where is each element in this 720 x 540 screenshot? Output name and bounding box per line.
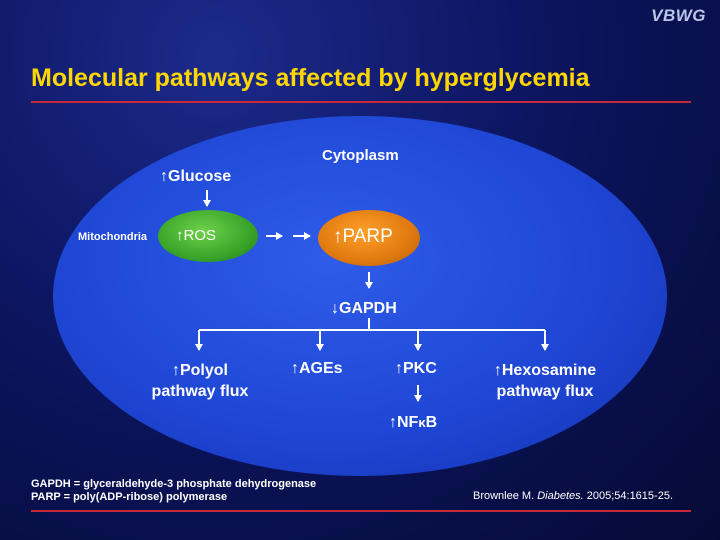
pkc-label: ↑PKC xyxy=(395,360,437,378)
vbwg-logo: VBWG xyxy=(651,6,706,25)
mitochondria-label: Mitochondria xyxy=(78,231,148,243)
abbreviation-footnotes: GAPDH = glyceraldehyde-3 phosphate dehyd… xyxy=(31,478,316,504)
citation: Brownlee M. Diabetes. 2005;54:1615-25. xyxy=(473,490,673,502)
cell-cytoplasm-ellipse xyxy=(53,116,667,476)
cytoplasm-label: Cytoplasm xyxy=(322,147,399,164)
mitochondria-ellipse xyxy=(158,210,258,262)
glucose-text: Glucose xyxy=(168,168,232,185)
gapdh-text: GAPDH xyxy=(339,300,397,317)
footer-divider xyxy=(31,510,691,512)
up-arrow-icon: ↑ xyxy=(395,360,403,377)
parp-ellipse xyxy=(318,210,420,266)
footnote-gapdh: GAPDH = glyceraldehyde-3 phosphate dehyd… xyxy=(31,478,317,490)
up-arrow-icon: ↑ xyxy=(493,362,502,379)
glucose-label: ↑Glucose xyxy=(160,168,231,186)
gapdh-label: ↓GAPDH xyxy=(331,300,397,318)
up-arrow-icon: ↑ xyxy=(291,360,299,377)
down-arrow-icon: ↓ xyxy=(331,300,339,317)
citation-journal: Diabetes. xyxy=(537,490,584,502)
parp-label: ↑PARP xyxy=(333,226,393,248)
ages-label: ↑AGEs xyxy=(291,360,343,378)
parp-text: PARP xyxy=(342,226,393,247)
ros-text: ROS xyxy=(183,227,217,244)
up-arrow-icon: ↑ xyxy=(171,362,180,379)
up-arrow-icon: ↑ xyxy=(160,168,168,185)
title-divider xyxy=(31,101,691,103)
citation-details: 2005;54:1615-25. xyxy=(586,490,673,502)
hexosamine-text-line1: Hexosamine xyxy=(501,362,597,379)
nfkb-text-suffix: B xyxy=(425,414,438,431)
nfkb-text-kappa: κ xyxy=(418,415,426,430)
up-arrow-icon: ↑ xyxy=(176,227,184,244)
up-arrow-icon: ↑ xyxy=(333,226,343,247)
polyol-label: ↑Polyol pathway flux xyxy=(140,360,260,402)
pkc-text: PKC xyxy=(403,360,437,377)
nfkb-label: ↑NFκB xyxy=(389,414,437,432)
citation-author: Brownlee M. xyxy=(473,490,535,502)
ros-label: ↑ROS xyxy=(176,227,216,244)
polyol-text-line2: pathway flux xyxy=(151,383,249,400)
ages-text: AGEs xyxy=(299,360,343,377)
slide-title: Molecular pathways affected by hyperglyc… xyxy=(31,64,590,92)
polyol-text-line1: Polyol xyxy=(179,362,228,379)
footnote-parp: PARP = poly(ADP-ribose) polymerase xyxy=(31,491,228,503)
hexosamine-label: ↑Hexosamine pathway flux xyxy=(480,360,610,402)
hexosamine-text-line2: pathway flux xyxy=(496,383,594,400)
nfkb-text-prefix: NF xyxy=(397,414,419,431)
up-arrow-icon: ↑ xyxy=(389,414,397,431)
